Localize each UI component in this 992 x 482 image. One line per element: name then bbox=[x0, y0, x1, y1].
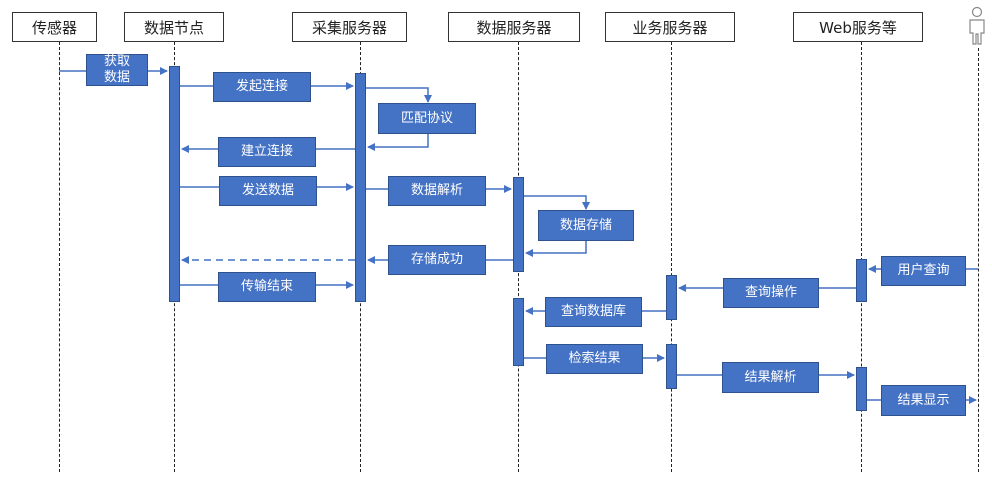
lifeline-business-server bbox=[671, 42, 672, 472]
arrow-store-return bbox=[525, 240, 587, 257]
lifeline-web-server bbox=[861, 42, 862, 472]
msg-store-data: 数据存储 bbox=[538, 210, 634, 241]
msg-start-connect: 发起连接 bbox=[213, 72, 311, 102]
msg-transfer-end: 传输结束 bbox=[218, 272, 316, 302]
msg-parse-data: 数据解析 bbox=[388, 176, 486, 206]
activation-business-server-1 bbox=[666, 275, 677, 320]
msg-query-db: 查询数据库 bbox=[545, 297, 642, 327]
activation-business-server-2 bbox=[666, 344, 677, 389]
msg-result-show: 结果显示 bbox=[881, 385, 966, 416]
lifeline-user bbox=[978, 48, 979, 472]
msg-match-protocol: 匹配协议 bbox=[378, 103, 476, 134]
msg-user-query: 用户查询 bbox=[881, 256, 966, 286]
arrow-match-return bbox=[367, 134, 429, 151]
activation-web-server-1 bbox=[856, 259, 867, 302]
activation-data-server-1 bbox=[513, 177, 524, 272]
activation-collect-server bbox=[355, 73, 366, 302]
arrow-match-protocol bbox=[366, 87, 432, 103]
activation-web-server-2 bbox=[856, 367, 867, 411]
msg-send-data: 发送数据 bbox=[219, 176, 317, 206]
msg-establish-connect: 建立连接 bbox=[218, 137, 316, 167]
activation-data-node bbox=[169, 66, 180, 302]
msg-store-success: 存储成功 bbox=[388, 245, 486, 275]
lane-header-business-server: 业务服务器 bbox=[605, 12, 735, 42]
msg-get-data: 获取数据 bbox=[86, 54, 148, 86]
arrow-store-data bbox=[524, 195, 590, 210]
lifeline-sensor bbox=[59, 42, 60, 472]
lane-header-web-server: Web服务等 bbox=[793, 12, 923, 42]
msg-result-parse: 结果解析 bbox=[722, 362, 819, 393]
msg-search-result: 检索结果 bbox=[546, 344, 643, 374]
activation-data-server-2 bbox=[513, 298, 524, 366]
user-actor-icon bbox=[969, 6, 985, 45]
lane-header-data-node: 数据节点 bbox=[124, 12, 224, 42]
lane-header-data-server: 数据服务器 bbox=[448, 12, 580, 42]
msg-query-op: 查询操作 bbox=[723, 278, 819, 308]
lane-header-collect-server: 采集服务器 bbox=[292, 12, 407, 42]
lane-header-sensor: 传感器 bbox=[12, 12, 97, 42]
